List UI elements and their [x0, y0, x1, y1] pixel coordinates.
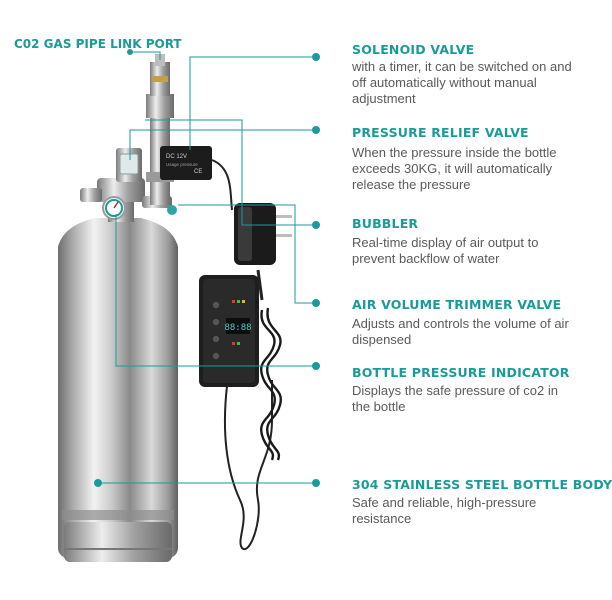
power-cable [223, 380, 273, 551]
valve-assembly: DC 12V Usage pressure CE [80, 54, 212, 222]
pressure-relief-valve-title: PRESSURE RELIEF VALVE [352, 125, 529, 140]
co2-bottle [58, 218, 178, 562]
leader-dots [94, 49, 320, 487]
gas-pipe-port-label: C02 GAS PIPE LINK PORT [14, 37, 182, 51]
timer-digits: 88:88 [224, 323, 251, 333]
solenoid-label: DC 12V [166, 154, 187, 160]
pressure-relief-valve-desc: When the pressure inside the bottle exce… [352, 145, 557, 192]
bottle-pressure-indicator-title: BOTTLE PRESSURE INDICATOR [352, 365, 570, 380]
timer-controller: 88:88 [199, 275, 259, 387]
bubbler-desc: Real-time display of air output to preve… [352, 235, 539, 266]
bubbler-title: BUBBLER [352, 216, 419, 231]
solenoid-valve-desc: with a timer, it can be switched on and … [352, 59, 572, 106]
coiled-cable [260, 307, 282, 461]
solenoid-ce: CE [194, 169, 202, 175]
power-adapter [234, 203, 292, 265]
bottle-body-title: 304 STAINLESS STEEL BOTTLE BODY [352, 477, 612, 492]
solenoid-valve-title: SOLENOID VALVE [352, 42, 475, 57]
bottle-body-desc: Safe and reliable, high-pressure resista… [352, 495, 537, 526]
solenoid-usage: Usage pressure [166, 162, 198, 167]
air-volume-trimmer-title: AIR VOLUME TRIMMER VALVE [352, 297, 562, 312]
bottle-pressure-indicator-desc: Displays the safe pressure of co2 in the… [352, 383, 558, 414]
air-volume-trimmer-desc: Adjusts and controls the volume of air d… [352, 316, 569, 347]
leader-lines [98, 51, 316, 484]
